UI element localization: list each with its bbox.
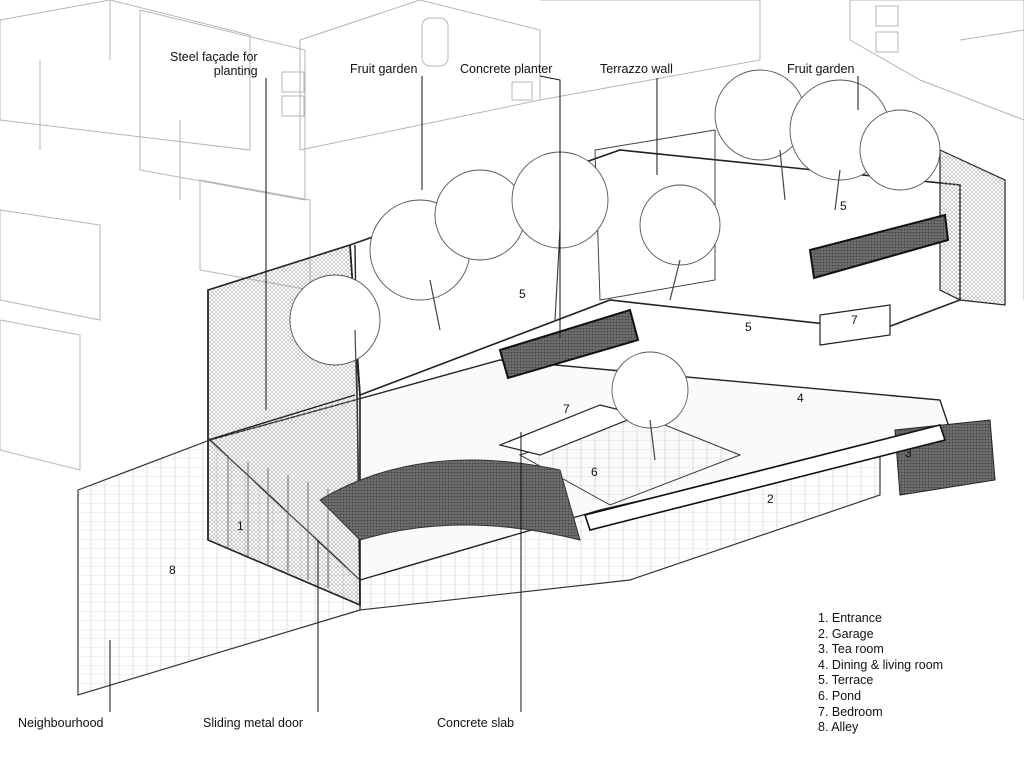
bedroom-box-right: [819, 304, 891, 346]
space-number-bedroom-right: 7: [851, 313, 858, 327]
callout-fruit-garden-left: Fruit garden: [350, 62, 418, 76]
legend-item: 1. Entrance: [818, 611, 882, 625]
space-number-terrace-mid: 5: [745, 320, 752, 334]
legend: 1. Entrance 2. Garage 3. Tea room 4. Din…: [818, 611, 943, 736]
legend-item: 8. Alley: [818, 720, 859, 735]
tree-canopies: [289, 69, 941, 429]
concrete-planter-right: [808, 213, 950, 280]
space-number-entrance: 1: [237, 519, 244, 533]
legend-item: 7. Bedroom: [818, 704, 883, 719]
legend-item: 6. Pond: [818, 688, 862, 703]
planting-bed: [319, 459, 581, 541]
callout-concrete-slab: Concrete slab: [437, 716, 515, 730]
callout-fruit-garden-right: Fruit garden: [787, 62, 855, 76]
right-mesh-screen: [939, 149, 1006, 306]
legend-item: 4. Dining & living room: [818, 657, 944, 672]
space-number-pond: 6: [591, 465, 598, 479]
space-number-terrace-left: 5: [519, 287, 526, 301]
callout-sliding-metal-door: Sliding metal door: [203, 716, 304, 730]
callout-terrazzo-wall: Terrazzo wall: [600, 62, 673, 76]
legend-item: 3. Tea room: [818, 642, 884, 657]
sliding-metal-door: [227, 455, 329, 588]
space-number-alley: 8: [169, 563, 176, 577]
legend-item: 2. Garage: [818, 626, 874, 641]
tree-trunks: [354, 149, 841, 521]
legend-item: 5. Terrace: [818, 673, 874, 688]
callout-steel-facade: Steel façade for planting: [170, 50, 258, 78]
space-number-bedroom-left: 7: [563, 402, 570, 416]
space-number-terrace-right: 5: [840, 199, 847, 213]
concrete-slab-edge: [583, 424, 947, 531]
upper-slab: [349, 149, 961, 397]
space-number-garage: 2: [767, 492, 774, 506]
callout-neighbourhood: Neighbourhood: [18, 716, 104, 730]
space-number-dining-living: 4: [797, 391, 804, 405]
concrete-planter-left: [498, 308, 640, 380]
space-number-tea-room: 3: [905, 446, 912, 460]
terrazzo-wall: [594, 129, 716, 301]
callout-concrete-planter: Concrete planter: [460, 62, 553, 76]
leader-lines: [109, 75, 859, 712]
